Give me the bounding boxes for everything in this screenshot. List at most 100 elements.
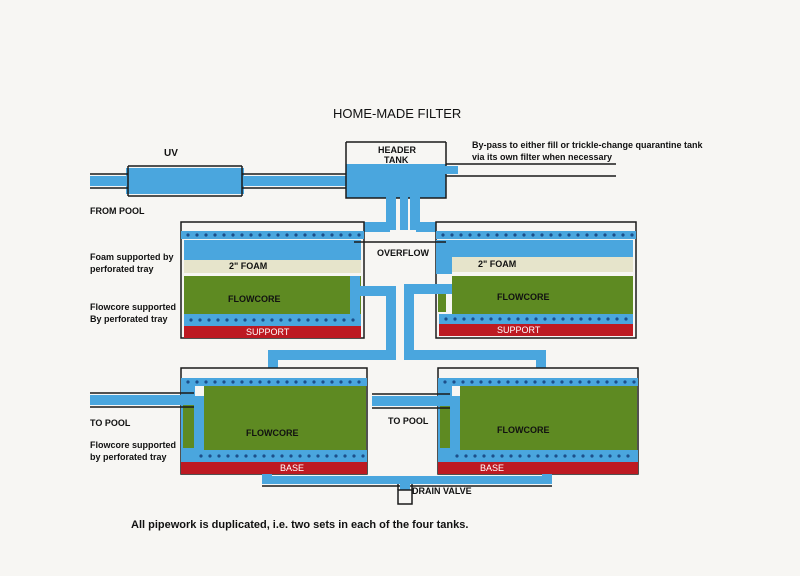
- perforation-dot: [632, 380, 636, 384]
- perforation-dot: [249, 380, 253, 384]
- perforation-dot: [285, 233, 289, 237]
- perforation-dot: [315, 318, 319, 322]
- perforation-dot: [333, 318, 337, 322]
- perforation-dot: [578, 380, 582, 384]
- perforation-dot: [464, 454, 468, 458]
- perforation-dot: [225, 318, 229, 322]
- perforation-dot: [597, 317, 601, 321]
- perforation-dot: [258, 380, 262, 384]
- perforation-dot: [480, 317, 484, 321]
- perforation-dot: [234, 318, 238, 322]
- perforation-dot: [240, 233, 244, 237]
- perforation-dot: [243, 318, 247, 322]
- perforation-dot: [569, 380, 573, 384]
- perforation-dot: [531, 233, 535, 237]
- uv-unit: [126, 168, 244, 194]
- top-left-outflow-pipe: [386, 286, 396, 358]
- perforation-dot: [608, 454, 612, 458]
- perforation-dot: [614, 380, 618, 384]
- perforation-dot: [558, 233, 562, 237]
- perforation-dot: [452, 380, 456, 384]
- perforation-dot: [207, 318, 211, 322]
- perforation-dot: [554, 454, 558, 458]
- perforation-dot: [588, 317, 592, 321]
- perforation-dot: [630, 233, 634, 237]
- feed-right-top: [416, 222, 436, 232]
- perforation-dot: [199, 454, 203, 458]
- perforation-dot: [288, 318, 292, 322]
- perforation-dot: [289, 454, 293, 458]
- perforation-dot: [491, 454, 495, 458]
- perforation-dot: [195, 380, 199, 384]
- perforation-dot: [527, 454, 531, 458]
- perforation-dot: [216, 318, 220, 322]
- perforation-dot: [267, 380, 271, 384]
- perforation-dot: [321, 380, 325, 384]
- top-right-distribution-tray: [436, 231, 636, 239]
- perforation-dot: [590, 454, 594, 458]
- bottom-right-base-label: BASE: [480, 463, 505, 473]
- top-right-water-column: [439, 240, 633, 257]
- foam-note-line1: Foam supported by: [90, 252, 174, 262]
- from-pool-label: FROM POOL: [90, 206, 145, 216]
- from-pool-pipe: [90, 176, 128, 186]
- bottom-left-side-media: [183, 396, 195, 448]
- perforation-dot: [576, 233, 580, 237]
- perforation-dot: [231, 233, 235, 237]
- top-right-support: [439, 324, 633, 336]
- perforation-dot: [271, 454, 275, 458]
- flowcore-note-upper-line1: Flowcore supported: [90, 302, 177, 312]
- perforation-dot: [540, 233, 544, 237]
- perforation-dot: [495, 233, 499, 237]
- perforation-dot: [198, 318, 202, 322]
- perforation-dot: [506, 380, 510, 384]
- header-downpipe-left: [386, 166, 396, 230]
- bypass-note-line1: By-pass to either fill or trickle-change…: [472, 140, 703, 150]
- crossover-pipes: [268, 350, 546, 382]
- perforation-dot: [504, 233, 508, 237]
- perforation-dot: [298, 454, 302, 458]
- diagram-title: HOME-MADE FILTER: [333, 106, 462, 121]
- perforation-dot: [587, 380, 591, 384]
- perforation-dot: [297, 318, 301, 322]
- perforation-dot: [441, 233, 445, 237]
- perforation-dot: [461, 380, 465, 384]
- perforation-dot: [253, 454, 257, 458]
- perforation-dot: [560, 380, 564, 384]
- drain-manifold-pipe: [262, 476, 552, 484]
- perforation-dot: [186, 233, 190, 237]
- perforation-dot: [515, 380, 519, 384]
- perforation-dot: [477, 233, 481, 237]
- top-right-side-media: [438, 290, 446, 312]
- top-left-foam-label: 2" FOAM: [229, 261, 268, 271]
- perforation-dot: [599, 454, 603, 458]
- top-left-support: [184, 326, 361, 338]
- perforation-dot: [339, 233, 343, 237]
- perforation-dot: [525, 317, 529, 321]
- footer-note: All pipework is duplicated, i.e. two set…: [131, 519, 469, 531]
- perforation-dot: [605, 380, 609, 384]
- perforation-dot: [258, 233, 262, 237]
- top-left-water-column: [184, 240, 361, 260]
- perforation-dot: [486, 233, 490, 237]
- perforation-dot: [489, 317, 493, 321]
- perforation-dot: [204, 380, 208, 384]
- bypass-note-line2: via its own filter when necessary: [472, 152, 613, 162]
- drain-valve: [397, 489, 413, 505]
- perforation-dot: [330, 380, 334, 384]
- uv-outlet-pipe: [242, 176, 348, 186]
- perforation-dot: [235, 454, 239, 458]
- perforation-dot: [294, 380, 298, 384]
- perforation-dot: [626, 454, 630, 458]
- perforation-dot: [497, 380, 501, 384]
- perforation-dot: [581, 454, 585, 458]
- perforation-dot: [217, 454, 221, 458]
- perforation-dot: [482, 454, 486, 458]
- perforation-dot: [252, 318, 256, 322]
- top-left-distribution-tray: [181, 231, 364, 239]
- crossover-right-v: [536, 350, 546, 382]
- inlet-pipeline: [90, 165, 348, 197]
- top-right-tank: [354, 221, 637, 358]
- drain-valve-label: DRAIN VALVE: [412, 486, 472, 496]
